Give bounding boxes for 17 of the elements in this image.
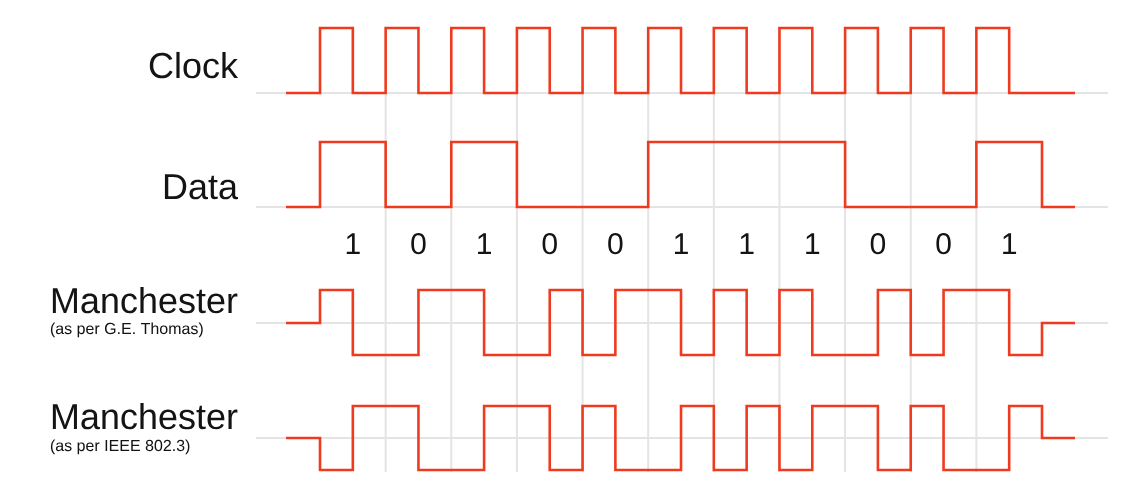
signal-label: Clock [149,51,239,79]
bit-value: 0 [870,233,886,255]
bit-value: 1 [674,233,688,254]
signal-label: Manchester [52,286,238,314]
bit-value: 1 [478,233,491,254]
signal-label: Data [164,174,238,200]
bit-value: 1 [346,233,360,254]
signal-note: (as per IEEE 802.3) [50,439,190,455]
bit-value: 0 [542,233,557,255]
bit-value: 0 [411,233,426,255]
bit-value: 0 [936,233,951,255]
signal-label: Manchester [52,402,238,430]
bit-value: 1 [1003,233,1017,254]
bit-value: 1 [806,233,820,254]
signal-note: (as per G.E. Thomas) [50,322,203,338]
bit-value: 0 [608,233,623,255]
bit-value: 1 [740,233,754,254]
